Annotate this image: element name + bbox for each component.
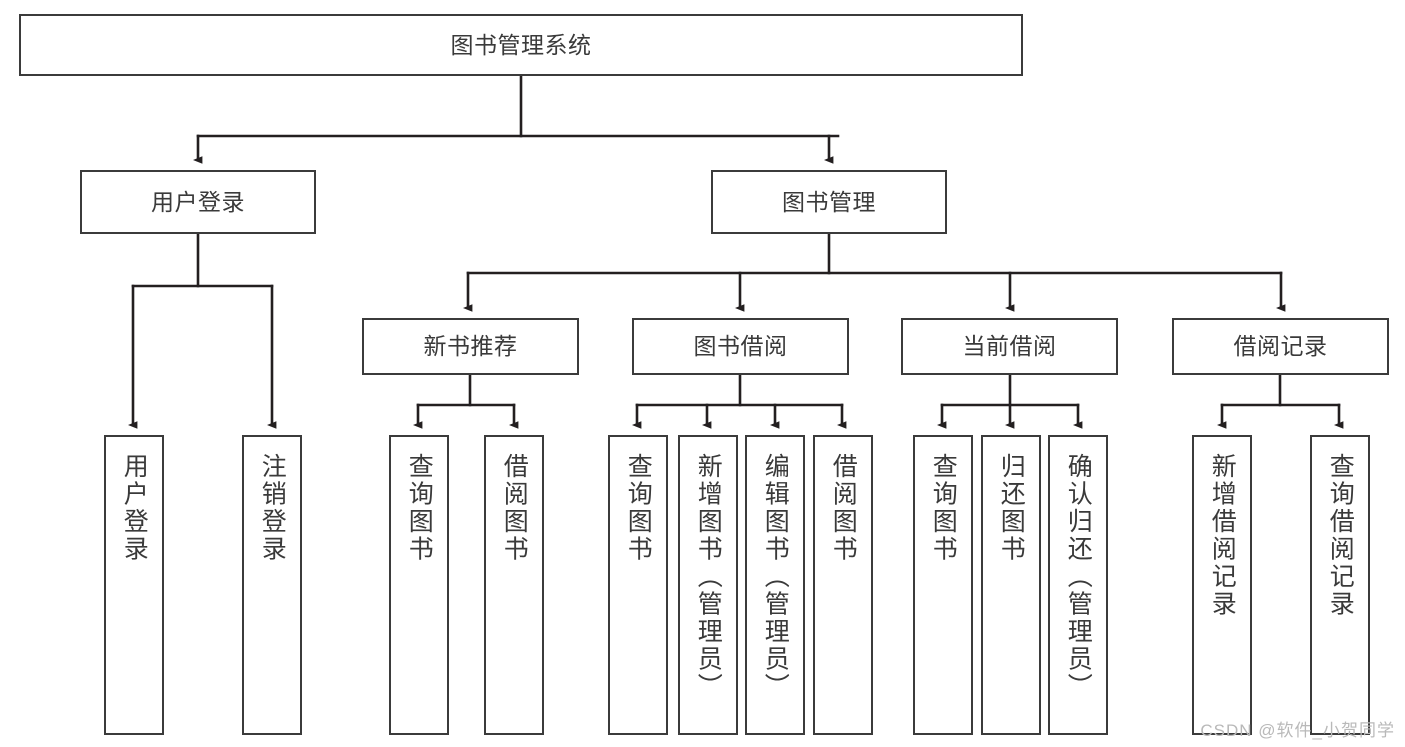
watermark: CSDN @软件_小贺同学 <box>1200 721 1395 740</box>
node-book-management-label: 图书管理 <box>782 188 876 215</box>
leaf-borrow-edit-book-admin[interactable]: 编辑图书（管理员） <box>745 435 805 735</box>
node-current-borrow-label: 当前借阅 <box>962 333 1057 360</box>
leaf-label: 编辑图书（管理员） <box>761 453 790 701</box>
leaf-borrow-query-book[interactable]: 查询图书 <box>608 435 668 735</box>
leaf-record-query-record[interactable]: 查询借阅记录 <box>1310 435 1370 735</box>
leaf-label: 注销登录 <box>258 453 287 563</box>
leaf-label: 查询图书 <box>624 453 653 563</box>
leaf-current-return-book[interactable]: 归还图书 <box>981 435 1041 735</box>
node-new-book-recommend[interactable]: 新书推荐 <box>362 318 579 375</box>
node-root[interactable]: 图书管理系统 <box>19 14 1023 76</box>
node-root-label: 图书管理系统 <box>450 31 592 58</box>
leaf-user-login-login[interactable]: 用户登录 <box>104 435 164 735</box>
leaf-borrow-borrow-book[interactable]: 借阅图书 <box>813 435 873 735</box>
leaf-label: 借阅图书 <box>500 453 529 563</box>
leaf-label: 新增借阅记录 <box>1208 453 1237 618</box>
leaf-recommend-query-book[interactable]: 查询图书 <box>389 435 449 735</box>
node-book-management[interactable]: 图书管理 <box>711 170 947 234</box>
leaf-label: 新增图书（管理员） <box>694 453 723 701</box>
leaf-label: 用户登录 <box>120 453 149 563</box>
node-current-borrow[interactable]: 当前借阅 <box>901 318 1118 375</box>
node-book-borrow-label: 图书借阅 <box>693 333 788 360</box>
leaf-current-query-book[interactable]: 查询图书 <box>913 435 973 735</box>
leaf-label: 查询图书 <box>405 453 434 563</box>
leaf-user-login-logout[interactable]: 注销登录 <box>242 435 302 735</box>
leaf-label: 借阅图书 <box>829 453 858 563</box>
leaf-current-confirm-return-admin[interactable]: 确认归还（管理员） <box>1048 435 1108 735</box>
leaf-label: 查询图书 <box>929 453 958 563</box>
leaf-label: 归还图书 <box>997 453 1026 563</box>
node-user-login[interactable]: 用户登录 <box>80 170 316 234</box>
leaf-recommend-borrow-book[interactable]: 借阅图书 <box>484 435 544 735</box>
leaf-borrow-add-book-admin[interactable]: 新增图书（管理员） <box>678 435 738 735</box>
leaf-record-add-record[interactable]: 新增借阅记录 <box>1192 435 1252 735</box>
node-new-book-recommend-label: 新书推荐 <box>423 333 518 360</box>
leaf-label: 确认归还（管理员） <box>1064 453 1093 701</box>
node-borrow-record[interactable]: 借阅记录 <box>1172 318 1389 375</box>
node-user-login-label: 用户登录 <box>151 188 245 215</box>
node-book-borrow[interactable]: 图书借阅 <box>632 318 849 375</box>
node-borrow-record-label: 借阅记录 <box>1233 333 1328 360</box>
leaf-label: 查询借阅记录 <box>1326 453 1355 618</box>
